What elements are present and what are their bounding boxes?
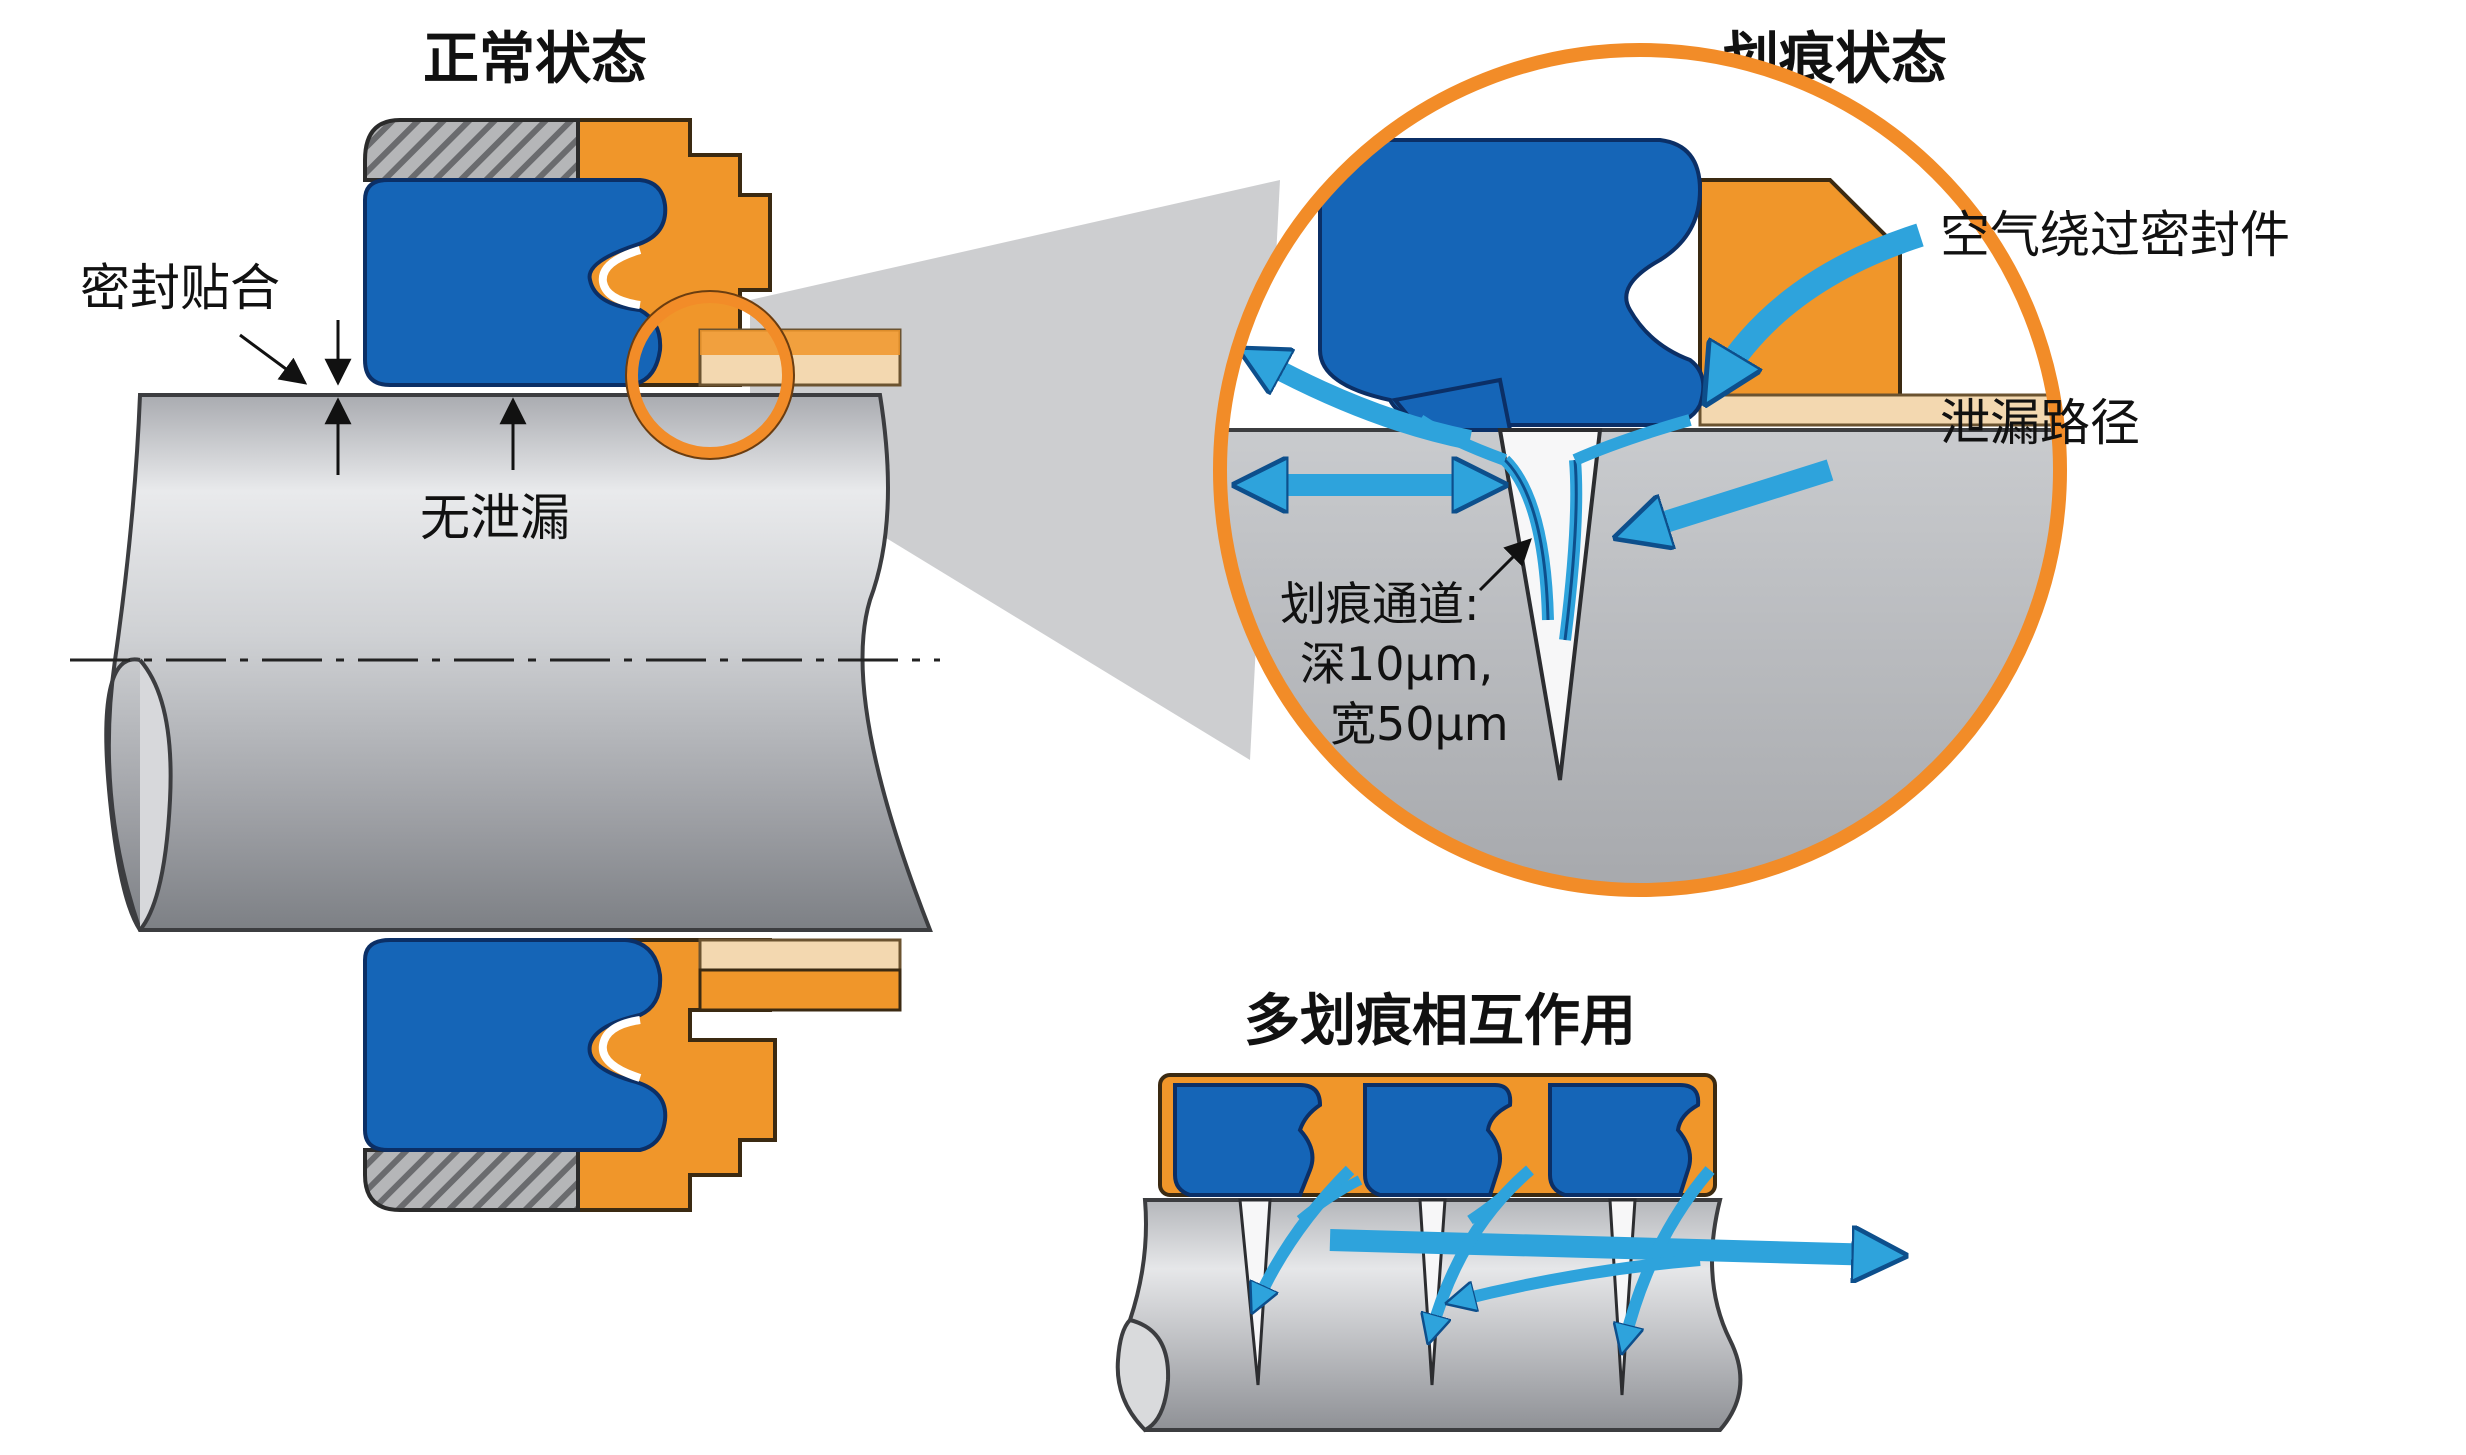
multi-scratch-view <box>1115 1073 1880 1433</box>
multi-flow-main <box>1329 1240 1880 1255</box>
main-shaft <box>70 393 940 932</box>
title-multi-scratch: 多划痕相互作用 <box>1244 989 1636 1054</box>
flow-arrow-air-bypass <box>1720 223 1924 380</box>
title-normal-state: 正常状态 <box>423 27 647 92</box>
label-seal-fit: 密封贴合 <box>80 259 280 317</box>
label-leak-path: 泄漏路径 <box>1940 394 2140 452</box>
zoom-view: 划痕通道: 深10μm, 宽50μm <box>1213 43 2067 897</box>
magnifier-cone <box>750 180 1280 760</box>
lower-seal-assembly <box>363 938 902 1212</box>
multi-seal-3 <box>1548 1083 1701 1197</box>
small-magnifier-ring <box>626 291 794 459</box>
label-scratch-width: 宽50μm <box>1330 697 1509 751</box>
label-scratch-channel: 划痕通道: <box>1280 577 1480 631</box>
multi-seal-1 <box>1173 1083 1323 1197</box>
large-magnifier-ring <box>1213 43 2067 897</box>
label-no-leak: 无泄漏 <box>420 489 570 547</box>
arrow-seal-fit <box>239 333 308 385</box>
label-air-bypass: 空气绕过密封件 <box>1940 206 2290 264</box>
flow-arrow-escape <box>1260 360 1472 450</box>
upper-seal-assembly <box>363 118 902 387</box>
flow-arrow-leak-path <box>1640 459 1834 530</box>
arrow-scratch-pointer <box>1478 538 1532 592</box>
multi-seal-2 <box>1363 1083 1513 1197</box>
label-scratch-depth: 深10μm, <box>1300 637 1493 691</box>
